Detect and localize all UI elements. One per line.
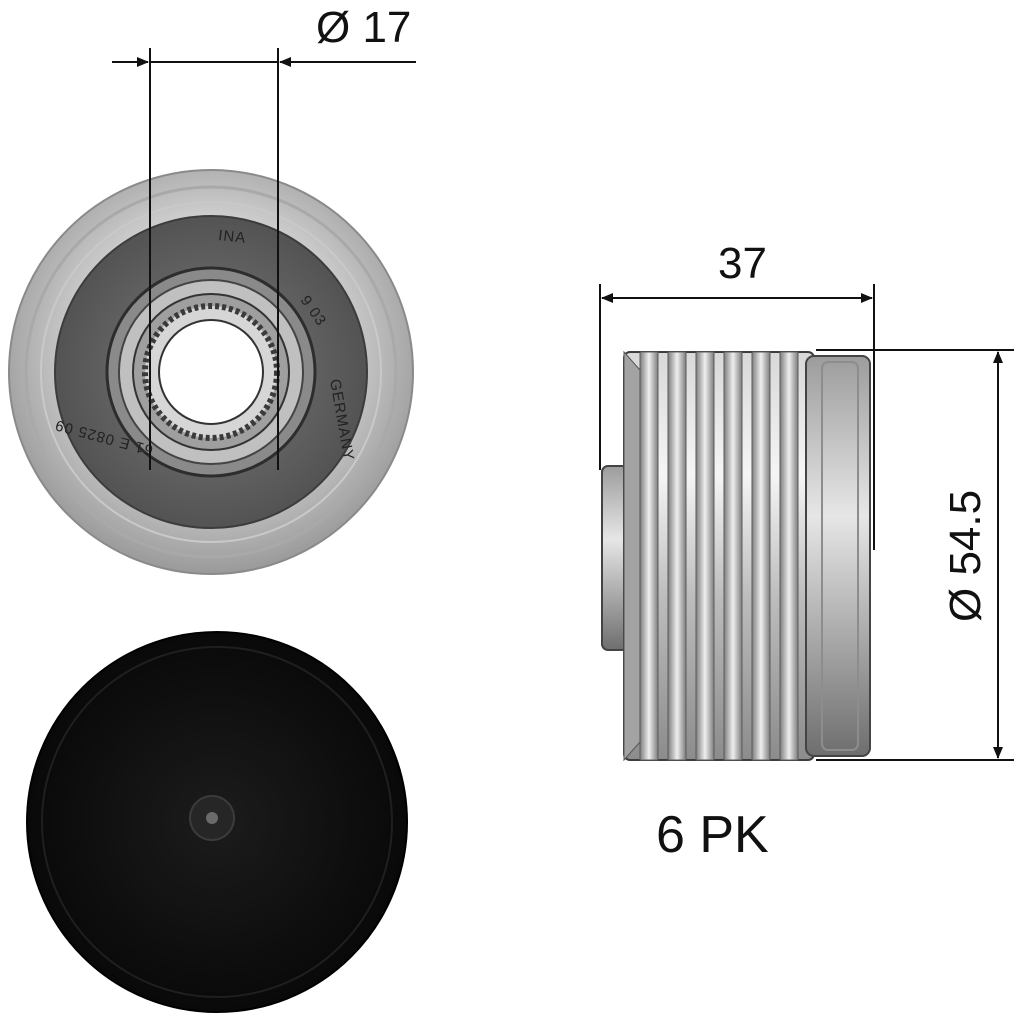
dimension-inner-diameter: Ø 17 xyxy=(316,3,411,52)
dimension-outer-diameter: Ø 54.5 xyxy=(941,490,990,622)
pulley-front-view: INA 9 03 GERMANY 61 E 0825 09 Ø 17 xyxy=(8,3,416,575)
belt-profile-label: 6 PK xyxy=(656,806,769,864)
pulley-side-view: 37 Ø 54.5 6 PK xyxy=(599,239,1014,864)
pulley-flange xyxy=(805,355,871,757)
pulley-cap-view xyxy=(26,631,408,1013)
bore-hole xyxy=(158,319,264,425)
stamp-brand: INA xyxy=(217,227,247,247)
dimension-width: 37 xyxy=(718,239,767,288)
pulley-ribs xyxy=(623,350,799,762)
